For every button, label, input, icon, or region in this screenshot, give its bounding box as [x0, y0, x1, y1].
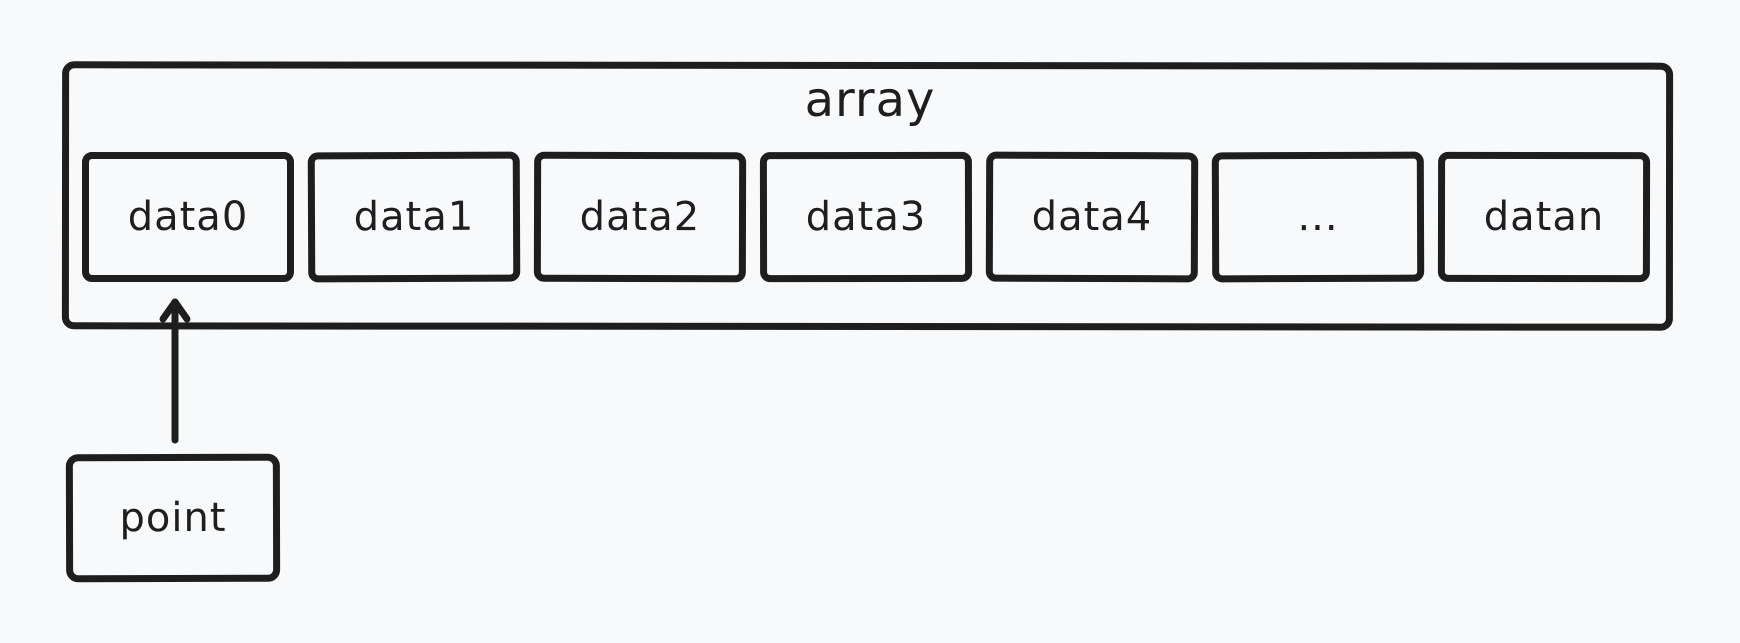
pointer-arrow [159, 298, 191, 444]
array-cell-data0: data0 [82, 152, 294, 282]
array-cell-data3: data3 [759, 151, 973, 283]
array-cells: data0 data1 data2 data3 data4 ... datan [82, 151, 1664, 283]
array-cell-data1: data1 [307, 151, 521, 283]
array-cell-datan: datan [1437, 151, 1651, 283]
array-label: array [804, 72, 936, 128]
array-cell-data2: data2 [533, 151, 747, 283]
array-cell-data4: data4 [985, 151, 1199, 283]
pointer-box: point [65, 453, 281, 583]
array-cell-ellipsis: ... [1211, 151, 1425, 283]
